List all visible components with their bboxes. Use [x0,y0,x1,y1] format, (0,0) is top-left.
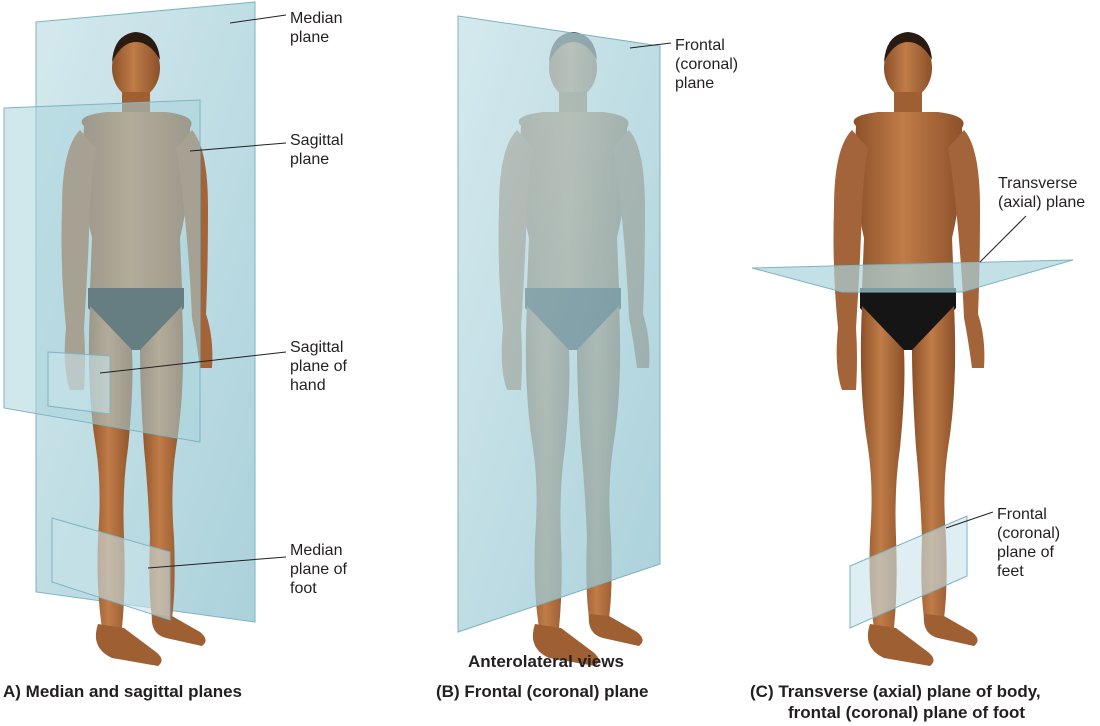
panel-a-figure [3,1,256,666]
label-line: plane [290,29,330,46]
label-line: feet [997,563,1024,580]
leader-lines [99,14,1027,569]
label-line: plane of [997,544,1054,561]
leader-transverse-plane [979,215,1027,263]
leader-sagittal-plane [189,142,287,152]
leader-sagittal-plane-of-hand [99,351,287,374]
label-line: (axial) plane [998,194,1086,211]
label-sagittal-plane-of-hand: Sagittal plane of hand [290,338,347,395]
label-line: Frontal [675,37,725,54]
caption-panel-a: A) Median and sagittal planes [3,682,242,701]
label-line: Sagittal [290,132,344,149]
caption-panel-b: (B) Frontal (coronal) plane [436,682,649,701]
sagittal-plane-of-hand [47,351,111,415]
leader-median-plane-of-foot [147,556,287,569]
caption-panel-c-line1: (C) Transverse (axial) plane of body, [750,682,1041,701]
label-frontal-plane-of-feet: Frontal (coronal) plane of feet [997,505,1060,581]
label-line: foot [290,580,317,597]
label-line: Sagittal [290,339,344,356]
label-transverse-plane: Transverse (axial) plane [998,174,1085,212]
panel-b-figure [457,15,661,666]
leader-median-plane [229,14,287,24]
label-line: plane of [290,561,347,578]
label-line: (coronal) [675,56,739,73]
panel-c-figure [751,32,1074,666]
label-line: (coronal) [997,525,1061,542]
label-frontal-plane: Frontal (coronal) plane [675,36,738,93]
median-plane-of-foot [51,517,171,621]
label-line: plane of [290,358,347,375]
caption-panel-c-line2: frontal (coronal) plane of foot [788,703,1026,722]
label-line: plane [675,75,715,92]
transverse-plane [751,259,1074,293]
label-sagittal-plane: Sagittal plane [290,131,343,169]
label-median-plane-of-foot: Median plane of foot [290,541,347,598]
frontal-plane-of-feet [849,515,968,629]
label-line: hand [290,377,326,394]
view-label: Anterolateral views [468,652,624,671]
label-line: Transverse [998,175,1078,192]
label-line: Median [290,10,343,27]
label-line: Median [290,542,343,559]
label-line: Frontal [997,506,1047,523]
label-median-plane: Median plane [290,9,342,47]
leader-frontal-plane [629,42,672,49]
frontal-plane [457,15,661,633]
label-line: plane [290,151,330,168]
leader-frontal-plane-of-feet [945,511,994,529]
